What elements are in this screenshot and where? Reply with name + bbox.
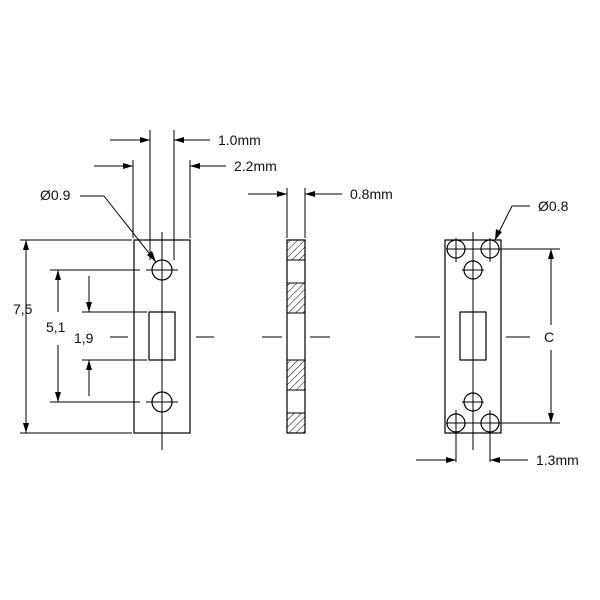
hole-spacing-label: 5,1 xyxy=(46,319,66,335)
right-view: Ø0.8 C 1.3mm xyxy=(415,198,579,468)
section-hatch-3 xyxy=(286,359,306,391)
hole-spacing-dimension xyxy=(50,269,140,403)
front-view: 1.0mm 2.2mm Ø0.9 7,5 5,1 xyxy=(13,130,277,450)
slot-length-label: 1,9 xyxy=(74,330,94,346)
right-hole-diameter-label: Ø0.8 xyxy=(538,198,569,214)
width-inner-label: 1.0mm xyxy=(218,132,261,148)
right-view-centerlines xyxy=(415,232,530,462)
front-view-centerlines xyxy=(110,232,214,450)
overall-length-dimension xyxy=(20,239,132,434)
section-outline xyxy=(286,239,306,434)
section-hatch-1 xyxy=(286,239,306,261)
center-distance-label: C xyxy=(544,329,554,345)
overall-length-label: 7,5 xyxy=(13,301,33,317)
center-distance-dimension xyxy=(498,248,560,424)
right-hole-diameter-leader xyxy=(494,205,530,241)
section-view: 0.8mm xyxy=(248,186,393,434)
width-dimension xyxy=(94,130,226,260)
section-hatch-2 xyxy=(286,282,306,314)
thickness-dimension xyxy=(248,188,342,238)
thickness-label: 0.8mm xyxy=(350,186,393,202)
width-outer-label: 2.2mm xyxy=(234,158,277,174)
hole-diameter-leader xyxy=(80,195,157,263)
section-hatch-4 xyxy=(286,412,306,434)
hole-offset-label: 1.3mm xyxy=(536,452,579,468)
hole-offset-dimension xyxy=(416,457,528,463)
slot-length-dimension xyxy=(82,276,147,396)
hole-diameter-label: Ø0.9 xyxy=(40,187,71,203)
